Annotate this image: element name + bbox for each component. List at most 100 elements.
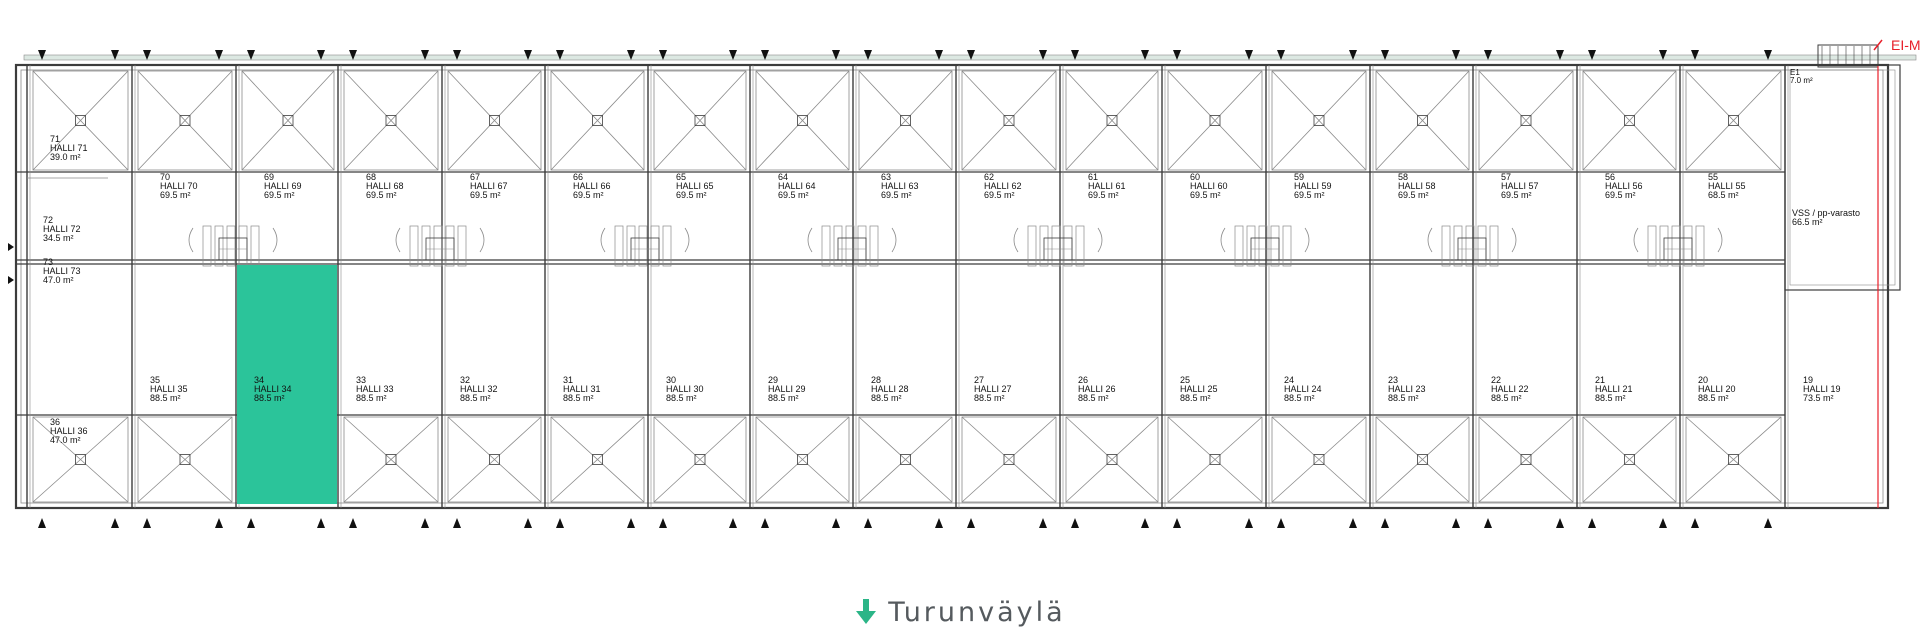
vent-box [489, 115, 500, 126]
fixture [1282, 225, 1292, 267]
vent-box [1209, 454, 1221, 465]
unit-name: HALLI 28 [871, 384, 909, 394]
unit-name: HALLI 59 [1294, 181, 1332, 191]
door-zone [961, 416, 1057, 503]
unit-name: HALLI 69 [264, 181, 302, 191]
entry-marker [421, 50, 429, 60]
vent-box [1313, 454, 1325, 465]
unit-name: HALLI 19 [1803, 384, 1841, 394]
unit-name: HALLI 22 [1491, 384, 1529, 394]
unit-name: HALLI 73 [43, 266, 81, 276]
fixture [845, 225, 855, 267]
door-zone [241, 70, 335, 171]
vent-box [1728, 115, 1739, 126]
door-cross [1271, 416, 1367, 503]
unit-name: HALLI 33 [356, 384, 394, 394]
door-zone [1065, 416, 1159, 503]
entry-marker [864, 50, 872, 60]
unit-name: HALLI 62 [984, 181, 1022, 191]
entry-marker [1659, 50, 1667, 60]
door-swing [1633, 227, 1639, 253]
door-cross [1271, 70, 1367, 171]
entry-marker [1349, 518, 1357, 528]
unit-area: 88.5 m² [1491, 393, 1522, 403]
entry-marker [453, 50, 461, 60]
fixture [1695, 225, 1705, 267]
vent-box [797, 115, 808, 126]
vent-box [1209, 115, 1221, 126]
entry-marker [1039, 50, 1047, 60]
vent-box [1417, 115, 1428, 126]
fixture [457, 225, 467, 267]
door-cross [550, 70, 645, 171]
door-zone [1167, 416, 1263, 503]
unit-area: 88.5 m² [563, 393, 594, 403]
entry-marker [1484, 50, 1492, 60]
highlighted-unit-halli-34[interactable] [237, 265, 337, 504]
entry-marker [1381, 50, 1389, 60]
vent-box [1624, 454, 1635, 465]
entry-marker [832, 518, 840, 528]
unit-area: 47.0 m² [50, 435, 81, 445]
unit-area: 69.5 m² [676, 190, 707, 200]
door-cross [1685, 416, 1782, 503]
entry-marker [111, 50, 119, 60]
entry-marker [1764, 50, 1772, 60]
fixture [614, 225, 624, 267]
entry-marker [1484, 518, 1492, 528]
road-label: Turunväylä [0, 592, 1920, 632]
unit-area: 88.5 m² [254, 393, 285, 403]
door-cross [137, 416, 233, 503]
entry-marker [8, 276, 14, 284]
vent-box [900, 115, 911, 126]
unit-area: 69.5 m² [1398, 190, 1429, 200]
entry-marker [38, 50, 46, 60]
unit-area: 69.5 m² [1501, 190, 1532, 200]
entry-marker [1039, 518, 1047, 528]
unit-name: HALLI 61 [1088, 181, 1126, 191]
door-zone [32, 70, 129, 171]
unit-area: 69.5 m² [1605, 190, 1636, 200]
unit-name: HALLI 29 [768, 384, 806, 394]
entry-marker [1764, 518, 1772, 528]
